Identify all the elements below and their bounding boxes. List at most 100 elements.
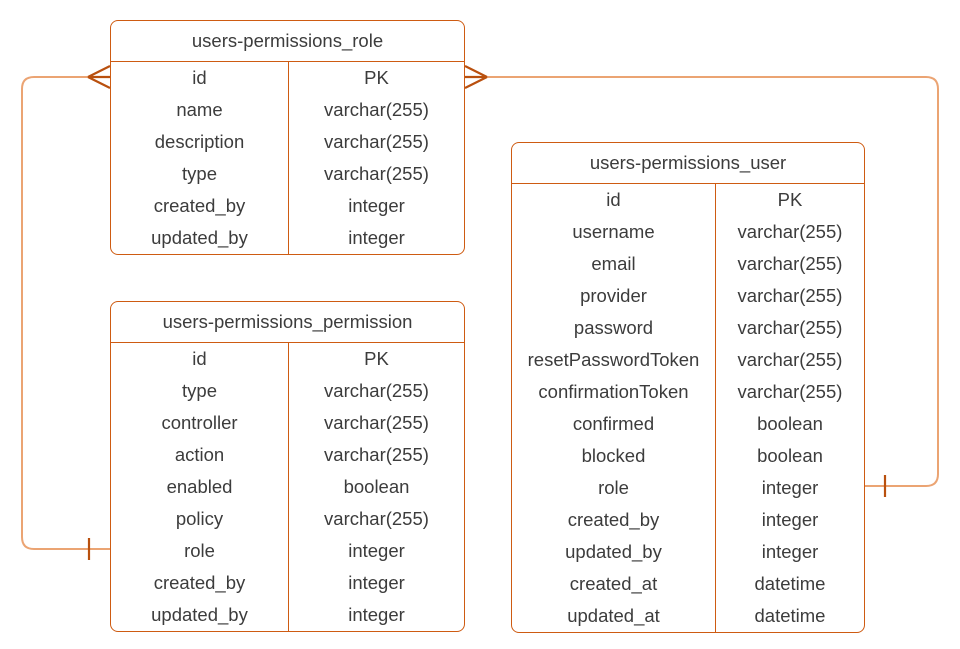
table-row: username varchar(255) <box>512 216 864 248</box>
field-name-cell: resetPasswordToken <box>512 344 716 376</box>
field-name-cell: created_by <box>111 190 289 222</box>
field-name-cell: description <box>111 126 289 158</box>
field-type-cell: varchar(255) <box>737 253 843 274</box>
field-type-cell: integer <box>761 509 819 530</box>
field-name-cell: updated_by <box>512 536 716 568</box>
entity-table-rows: id PK name varchar(255) description varc… <box>111 62 464 254</box>
table-row: id PK <box>111 343 464 375</box>
table-row: email varchar(255) <box>512 248 864 280</box>
field-type-cell: varchar(255) <box>324 163 429 184</box>
entity-table-users-permissions-role[interactable]: users-permissions_role id PK name varcha… <box>110 20 465 255</box>
relationship-line-role-permission[interactable] <box>21 76 110 550</box>
field-type-cell: varchar(255) <box>324 508 429 529</box>
entity-table-rows: id PK username varchar(255) email varcha… <box>512 184 864 632</box>
field-type-cell: boolean <box>343 476 410 497</box>
field-type-cell: varchar(255) <box>737 221 843 242</box>
entity-table-title: users-permissions_user <box>512 143 864 184</box>
field-type-cell: integer <box>761 477 819 498</box>
field-name-cell: policy <box>111 503 289 535</box>
table-row: name varchar(255) <box>111 94 464 126</box>
field-name-cell: id <box>111 343 289 375</box>
field-name-cell: updated_by <box>111 599 289 631</box>
table-row: enabled boolean <box>111 471 464 503</box>
field-name-cell: created_at <box>512 568 716 600</box>
table-row: resetPasswordToken varchar(255) <box>512 344 864 376</box>
table-row: created_by integer <box>111 190 464 222</box>
field-type-cell: datetime <box>754 573 826 594</box>
field-name-cell: type <box>111 158 289 190</box>
field-type-cell: varchar(255) <box>324 412 429 433</box>
table-row: type varchar(255) <box>111 158 464 190</box>
field-type-cell: varchar(255) <box>324 380 429 401</box>
entity-table-rows: id PK type varchar(255) controller varch… <box>111 343 464 631</box>
relationship-role-permission <box>21 65 111 560</box>
table-row: action varchar(255) <box>111 439 464 471</box>
table-row: blocked boolean <box>512 440 864 472</box>
field-name-cell: created_by <box>512 504 716 536</box>
field-type-cell: integer <box>348 227 405 248</box>
table-row: confirmationToken varchar(255) <box>512 376 864 408</box>
field-name-cell: blocked <box>512 440 716 472</box>
table-row: id PK <box>512 184 864 216</box>
field-type-cell: varchar(255) <box>737 381 843 402</box>
crow-foot-many-icon <box>464 65 488 89</box>
table-row: updated_at datetime <box>512 600 864 632</box>
field-name-cell: created_by <box>111 567 289 599</box>
table-row: role integer <box>512 472 864 504</box>
relationship-role-user <box>464 65 939 497</box>
field-type-cell: integer <box>348 540 405 561</box>
crow-foot-many-icon <box>87 65 111 89</box>
field-type-cell: varchar(255) <box>737 317 843 338</box>
table-row: updated_by integer <box>111 599 464 631</box>
field-name-cell: confirmationToken <box>512 376 716 408</box>
field-type-cell: PK <box>364 67 389 88</box>
entity-table-title: users-permissions_role <box>111 21 464 62</box>
table-row: controller varchar(255) <box>111 407 464 439</box>
field-name-cell: role <box>512 472 716 504</box>
entity-table-users-permissions-permission[interactable]: users-permissions_permission id PK type … <box>110 301 465 632</box>
field-type-cell: integer <box>348 195 405 216</box>
field-type-cell: varchar(255) <box>324 444 429 465</box>
field-type-cell: varchar(255) <box>737 349 843 370</box>
field-type-cell: integer <box>348 604 405 625</box>
table-row: updated_by integer <box>111 222 464 254</box>
field-name-cell: enabled <box>111 471 289 503</box>
table-row: id PK <box>111 62 464 94</box>
field-name-cell: provider <box>512 280 716 312</box>
table-row: updated_by integer <box>512 536 864 568</box>
table-row: role integer <box>111 535 464 567</box>
entity-table-title: users-permissions_permission <box>111 302 464 343</box>
field-name-cell: confirmed <box>512 408 716 440</box>
field-type-cell: integer <box>761 541 819 562</box>
field-name-cell: controller <box>111 407 289 439</box>
field-name-cell: action <box>111 439 289 471</box>
table-row: description varchar(255) <box>111 126 464 158</box>
field-type-cell: varchar(255) <box>737 285 843 306</box>
field-type-cell: varchar(255) <box>324 131 429 152</box>
relationship-line-role-user[interactable] <box>487 76 939 487</box>
field-name-cell: email <box>512 248 716 280</box>
field-type-cell: PK <box>364 348 389 369</box>
field-name-cell: username <box>512 216 716 248</box>
table-row: confirmed boolean <box>512 408 864 440</box>
table-row: type varchar(255) <box>111 375 464 407</box>
field-type-cell: integer <box>348 572 405 593</box>
field-name-cell: id <box>512 184 716 216</box>
table-row: password varchar(255) <box>512 312 864 344</box>
table-row: created_by integer <box>111 567 464 599</box>
field-name-cell: type <box>111 375 289 407</box>
field-type-cell: boolean <box>757 413 823 434</box>
field-type-cell: boolean <box>757 445 823 466</box>
field-name-cell: name <box>111 94 289 126</box>
entity-table-users-permissions-user[interactable]: users-permissions_user id PK username va… <box>511 142 865 633</box>
field-name-cell: password <box>512 312 716 344</box>
field-type-cell: varchar(255) <box>324 99 429 120</box>
field-type-cell: datetime <box>754 605 826 626</box>
field-type-cell: PK <box>777 189 803 210</box>
field-name-cell: updated_at <box>512 600 716 632</box>
table-row: created_by integer <box>512 504 864 536</box>
table-row: created_at datetime <box>512 568 864 600</box>
